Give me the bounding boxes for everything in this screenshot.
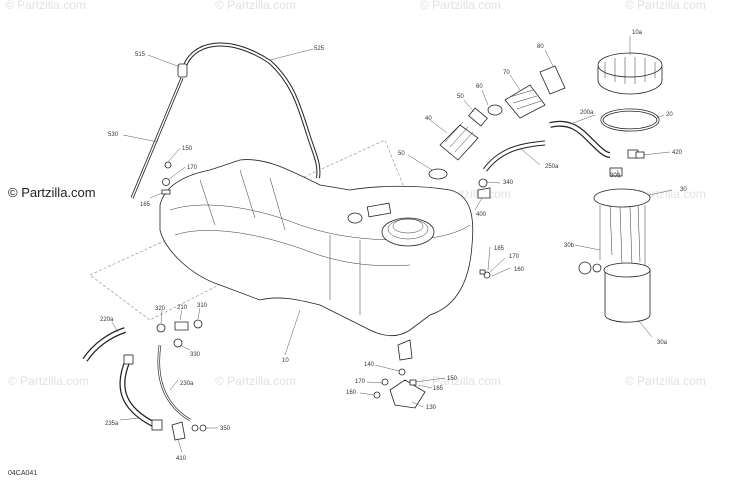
part-label: 525 (314, 46, 325, 52)
mounting-bracket (373, 368, 426, 409)
part-label: 200a (580, 110, 594, 116)
part-label: 420 (672, 150, 683, 156)
part-label: 70 (503, 70, 510, 76)
watermark-faint: © Partzilla.com (215, 0, 296, 12)
filler-hose-assembly (428, 65, 566, 180)
part-label: 30 (680, 187, 687, 193)
part-label: 10a (632, 30, 643, 36)
watermark-faint: © Partzilla.com (420, 0, 501, 12)
part-label: 340 (503, 180, 514, 186)
part-label: 30a (657, 340, 668, 346)
part-label: 330 (190, 352, 201, 358)
leader-lines (111, 36, 673, 453)
part-label: 300 (610, 173, 621, 179)
part-label: 350 (220, 426, 231, 432)
part-label: 10 (282, 358, 289, 364)
watermark-faint: © Partzilla.com (625, 0, 706, 12)
watermark-faint: © Partzilla.com (215, 374, 296, 388)
part-label: 160 (514, 267, 525, 273)
part-label: 400 (476, 212, 487, 218)
part-label: 250a (545, 164, 559, 170)
part-label: 50 (398, 151, 405, 157)
partzilla-watermark: © Partzilla.com (8, 185, 96, 200)
diagram-code: 04CA041 (8, 470, 38, 477)
part-label: 530 (108, 132, 119, 138)
fuel-cap-and-seal (597, 52, 663, 132)
part-labels: 515 525 530 150 170 165 80 10a 70 60 50 … (100, 30, 687, 462)
part-label: 170 (187, 165, 198, 171)
part-label: 165 (433, 386, 444, 392)
part-label: 220a (100, 317, 114, 323)
part-label: 170 (509, 254, 520, 260)
watermark-faint: © Partzilla.com (420, 374, 501, 388)
part-label: 165 (140, 202, 151, 208)
lower-fuel-hoses (82, 319, 207, 441)
part-label: 410 (176, 456, 187, 462)
part-label: 50 (457, 94, 464, 100)
part-label: 185 (494, 246, 505, 252)
part-label: 160 (346, 390, 357, 396)
part-label: 130 (426, 405, 437, 411)
watermark-faint: © Partzilla.com (625, 374, 706, 388)
part-label: 150 (182, 146, 193, 152)
part-label: 30b (564, 243, 575, 249)
clamp-fittings-top-left (161, 161, 172, 195)
small-fitting-185 (479, 269, 491, 279)
fuel-lines-top-right (477, 120, 645, 199)
part-label: 150 (447, 376, 458, 382)
part-label: 515 (135, 52, 146, 58)
part-label: 320 (155, 306, 166, 312)
part-label: 235a (105, 421, 119, 427)
part-label: 310 (197, 303, 208, 309)
part-label: 60 (476, 84, 483, 90)
fuel-tank (159, 159, 474, 361)
part-label: 170 (355, 379, 366, 385)
part-label: 210 (177, 305, 188, 311)
fuel-pump-module (578, 188, 651, 323)
watermark-faint: © Partzilla.com (8, 374, 89, 388)
part-label: 40 (425, 116, 432, 122)
part-label: 20 (666, 112, 673, 118)
part-label: 230a (180, 381, 194, 387)
watermark-faint: © Partzilla.com (5, 0, 86, 12)
part-label: 140 (364, 362, 375, 368)
vent-hose (130, 42, 321, 199)
part-label: 80 (537, 44, 544, 50)
